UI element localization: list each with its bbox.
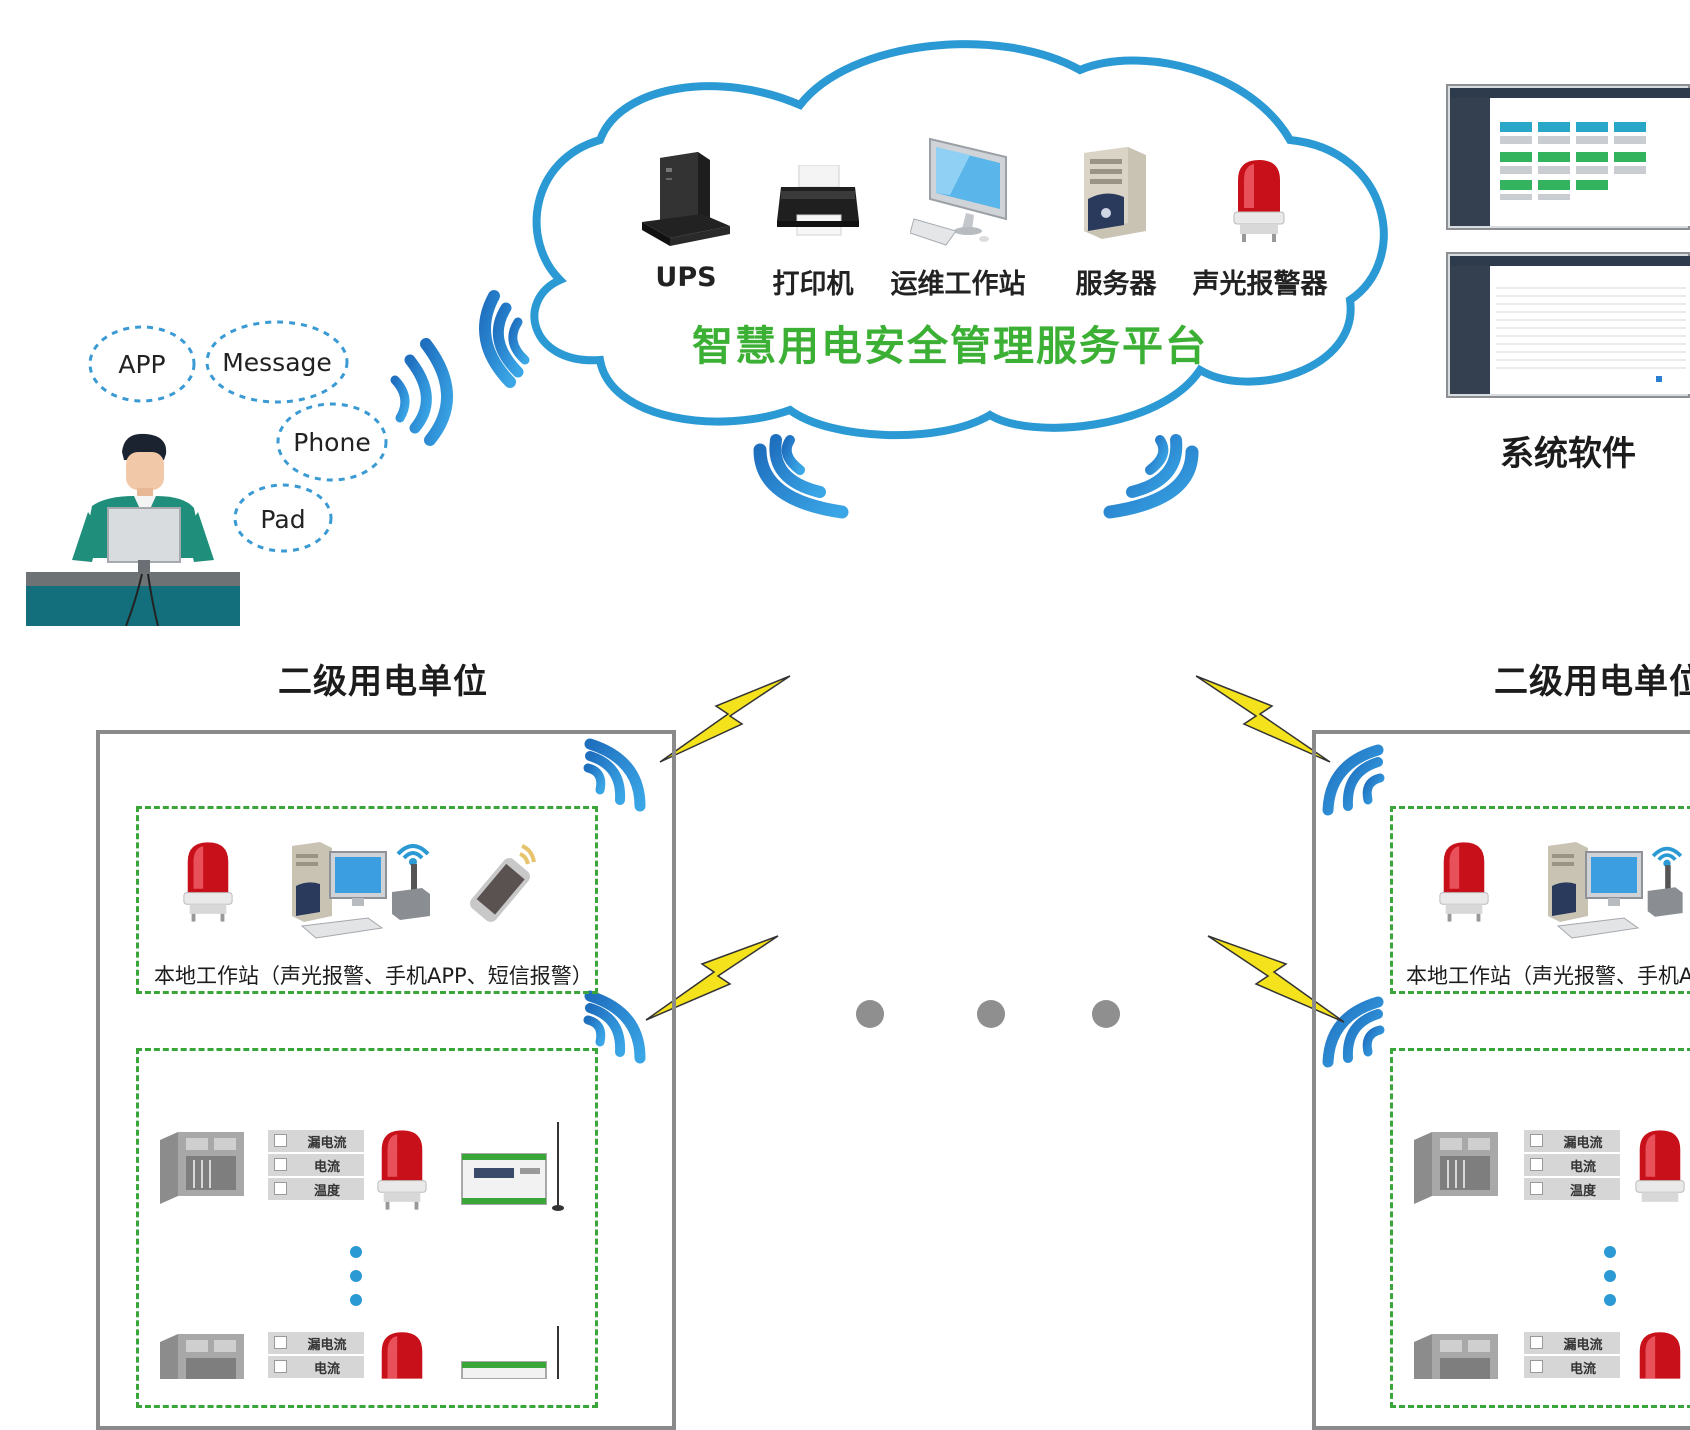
alarm-light-icon: [1635, 1130, 1685, 1202]
wifi-icon: [1322, 744, 1385, 816]
monitoring-module-icon: [461, 1122, 564, 1211]
server-icon: [1084, 147, 1146, 239]
alarm-light-icon: [1233, 160, 1285, 242]
alarm-light-icon: [183, 842, 233, 922]
sensor-tag-current: 电流: [1524, 1356, 1620, 1378]
printer-icon: [777, 165, 859, 236]
wifi-icon: [583, 990, 646, 1064]
wifi-icon: [1103, 434, 1199, 519]
distribution-cabinet-icon: [160, 1334, 244, 1379]
bubble-label-pad: Pad: [260, 505, 306, 534]
user-bubbles: [88, 320, 388, 553]
ellipsis-dots: [856, 1000, 1120, 1028]
bubble-app: [88, 325, 196, 403]
sensor-tag-current: 电流: [1524, 1154, 1620, 1176]
ups-icon: [642, 152, 730, 246]
desktop-computer-icon: [292, 842, 387, 939]
workstation-group-left: [136, 806, 598, 994]
wifi-icon: [1322, 996, 1385, 1068]
distribution-cabinet-icon: [160, 1132, 244, 1204]
wifi-signals: [390, 290, 1385, 1068]
sensor-tag-current: 电流: [268, 1154, 364, 1176]
workstation-group-right: [1390, 806, 1690, 994]
cloud-item-label-server: 服务器: [1075, 269, 1157, 300]
cloud-item-label-printer: 打印机: [772, 269, 854, 300]
platform-title: 智慧用电安全管理服务平台: [692, 322, 1208, 370]
alarm-light-icon: [381, 1332, 423, 1379]
software-screenshot-dashboard: [1446, 84, 1690, 230]
bubble-pad: [233, 483, 333, 553]
alarm-light-icon: [1439, 842, 1489, 922]
bubble-label-phone: Phone: [293, 428, 371, 457]
sensor-tag-temperature: 温度: [1524, 1178, 1620, 1200]
wifi-icon: [390, 338, 454, 446]
sensor-tag-current: 电流: [268, 1356, 364, 1378]
workstation-caption-right-clip: 本地工作站（声光报警、手机APP、短信报警）: [1406, 960, 1690, 990]
sensor-tag-leakage: 漏电流: [268, 1130, 364, 1152]
lightning-icon: [659, 675, 791, 763]
cloud-shape: [530, 40, 1388, 440]
bubble-phone: [276, 402, 388, 482]
distribution-cabinet-icon: [1414, 1132, 1498, 1204]
sensor-tag-leakage: 漏电流: [268, 1332, 364, 1354]
unit-title-left: 二级用电单位: [278, 662, 488, 702]
monitoring-module-icon: [461, 1326, 559, 1379]
wireless-gateway-icon: [392, 844, 430, 920]
bubble-label-app: APP: [118, 350, 166, 379]
wifi-icon: [583, 738, 646, 812]
vertical-ellipsis: [1604, 1246, 1616, 1306]
lightning-icon: [1195, 675, 1331, 763]
sensor-tag-leakage: 漏电流: [1524, 1332, 1620, 1354]
distribution-cabinet-icon: [1414, 1334, 1498, 1379]
bubble-message: [205, 320, 349, 404]
operator-at-desk: [26, 433, 240, 626]
wifi-icon: [479, 290, 530, 388]
lightning-icon: [645, 935, 779, 1021]
desktop-computer-icon: [1548, 842, 1643, 939]
workstation-icon: [910, 137, 1007, 246]
wireless-gateway-icon: [1647, 846, 1683, 917]
unit-title-right: 二级用电单位: [1494, 662, 1690, 702]
workstation-caption-right: 本地工作站（声光报警、手机APP、短信报警）: [1406, 964, 1690, 988]
lightning-bolts: [645, 675, 1345, 1023]
wifi-icon: [753, 434, 849, 519]
mobile-phone-icon: [470, 844, 536, 922]
cloud-item-label-workstation: 运维工作站: [890, 269, 1026, 300]
vertical-ellipsis: [350, 1246, 362, 1306]
system-software-label: 系统软件: [1500, 434, 1636, 474]
bubble-label-message: Message: [222, 348, 332, 377]
cloud-item-label-ups: UPS: [655, 262, 717, 293]
sensor-tag-leakage: 漏电流: [1524, 1130, 1620, 1152]
lightning-icon: [1207, 935, 1345, 1023]
alarm-light-icon: [377, 1130, 427, 1210]
workstation-caption-left: 本地工作站（声光报警、手机APP、短信报警）: [154, 964, 593, 988]
cloud-item-label-alarm: 声光报警器: [1192, 269, 1328, 300]
alarm-light-icon: [1639, 1332, 1681, 1379]
software-screenshot-table: [1446, 252, 1690, 398]
sensor-tag-temperature: 温度: [268, 1178, 364, 1200]
